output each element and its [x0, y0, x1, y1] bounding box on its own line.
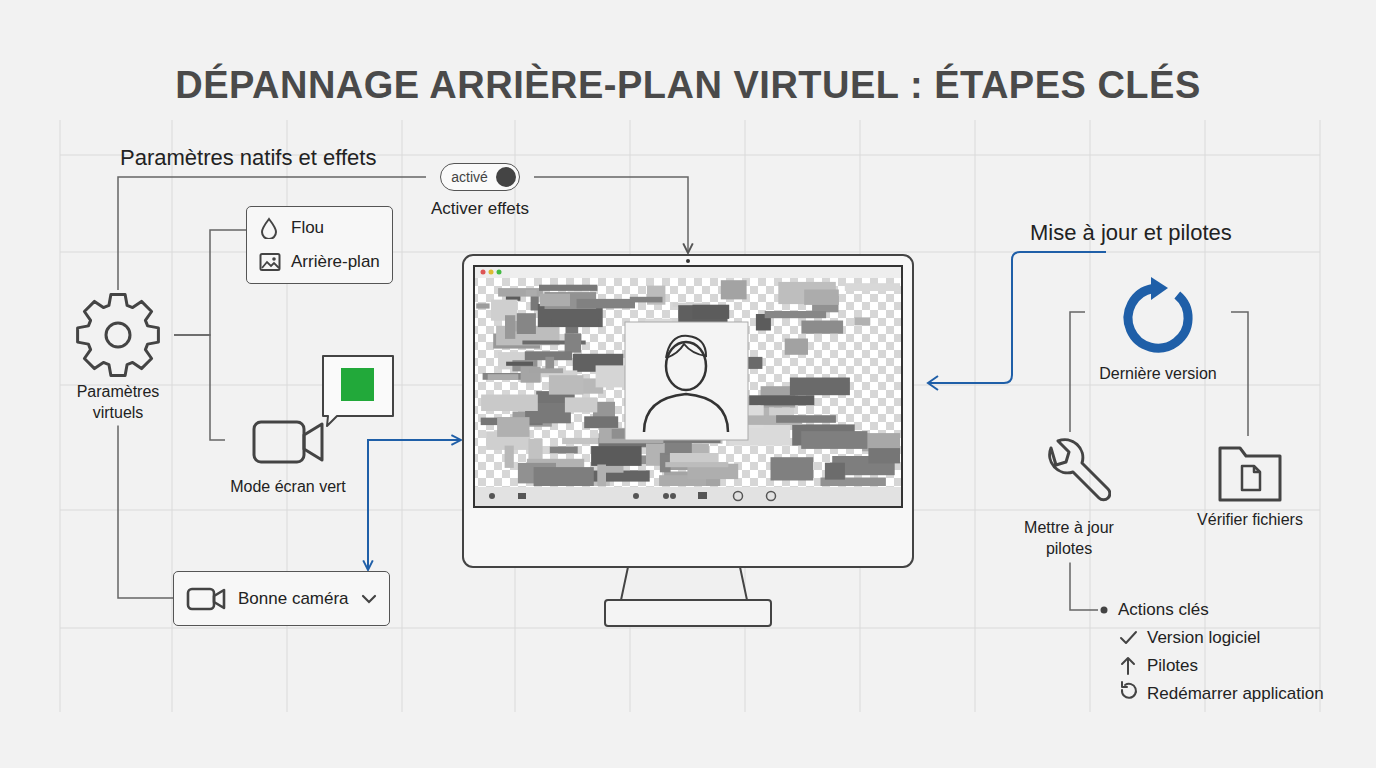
grid-line — [60, 120, 61, 712]
list-icons — [1121, 632, 1136, 698]
check-icon — [1121, 632, 1136, 643]
effect-icon — [259, 251, 281, 273]
camera-select-box: Bonne caméra — [173, 571, 390, 626]
list-item: Redémarrer application — [1147, 684, 1324, 704]
connector — [174, 230, 246, 335]
toggle-knob — [496, 167, 516, 187]
monitor-drawing — [462, 254, 914, 627]
effect-icon — [259, 217, 281, 239]
section-heading: Paramètres natifs et effets — [120, 145, 376, 171]
node-icon — [73, 290, 163, 380]
grid-line — [60, 628, 1320, 629]
effects-box: FlouArrière-plan — [246, 206, 393, 284]
settings-icon-node: Paramètres virtuels — [62, 290, 174, 424]
leader-line — [1070, 563, 1098, 610]
section-heading: Mise à jour et pilotes — [1030, 220, 1232, 246]
connector — [118, 177, 426, 290]
select-label: Bonne caméra — [238, 589, 349, 609]
dropdown-chevron — [349, 593, 377, 605]
bullet-dot — [1101, 607, 1108, 614]
icon-caption: Dernière version — [1099, 364, 1216, 385]
node-icon — [1114, 274, 1202, 362]
connector — [1070, 312, 1085, 432]
up-arrow-icon — [1122, 658, 1134, 674]
grid-line — [1320, 120, 1321, 712]
grid-line — [402, 120, 403, 712]
connector — [368, 440, 461, 570]
restart-icon — [1122, 682, 1136, 698]
toggle-state: activé — [451, 169, 488, 185]
toggle-pill: activé — [440, 163, 520, 191]
connector — [534, 177, 688, 253]
effect-row: Arrière-plan — [259, 251, 380, 273]
node-icon — [1027, 432, 1111, 516]
icon-caption: Mode écran vert — [225, 478, 351, 496]
connector — [1231, 312, 1248, 436]
files-icon-node: Vérifier fichiers — [1196, 436, 1304, 531]
list-item: Version logiciel — [1147, 628, 1260, 648]
list-heading: Actions clés — [1118, 600, 1209, 620]
update-icon-node: Dernière version — [1085, 274, 1231, 385]
connector — [174, 335, 225, 440]
connector — [118, 426, 173, 598]
update-leader — [928, 252, 1106, 390]
icon-caption: Paramètres virtuels — [62, 382, 174, 424]
icon-caption: Mettre à jour pilotes — [1010, 518, 1128, 560]
toggle-caption: Activer effets — [431, 199, 529, 219]
diagram-title: DÉPANNAGE ARRIÈRE-PLAN VIRTUEL : ÉTAPES … — [0, 64, 1376, 107]
grid-line — [975, 120, 976, 712]
green-screen-node: Mode écran vert — [225, 352, 400, 496]
camera-icon — [186, 586, 226, 612]
driver-icon-node: Mettre à jour pilotes — [1010, 432, 1128, 560]
grid-line — [1090, 120, 1091, 712]
effect-label: Arrière-plan — [291, 252, 380, 272]
green-screen-icon — [225, 352, 400, 464]
grid-line — [1205, 120, 1206, 712]
icon-caption: Vérifier fichiers — [1197, 510, 1303, 531]
grid-line — [172, 120, 173, 712]
monitor-illustration — [462, 254, 914, 627]
list-item: Pilotes — [1147, 656, 1198, 676]
effect-label: Flou — [291, 218, 324, 238]
toggle-switch: activéActiver effets — [426, 163, 534, 219]
node-icon — [1214, 436, 1286, 508]
effect-row: Flou — [259, 217, 380, 239]
